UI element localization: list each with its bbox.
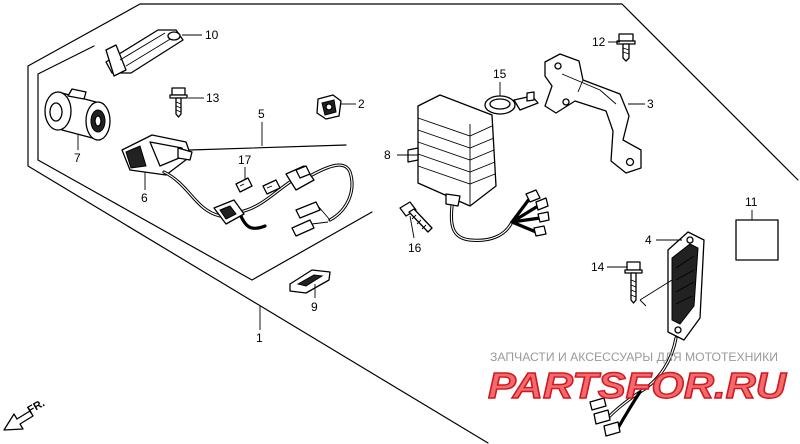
callout-13: 13 bbox=[206, 91, 220, 105]
callout-2: 2 bbox=[358, 97, 365, 111]
part-16-bolt bbox=[399, 201, 433, 233]
callout-1: 1 bbox=[256, 331, 263, 345]
watermark-tagline: ЗАПЧАСТИ И АКСЕССУАРЫ ДЛЯ МОТОТЕХНИКИ bbox=[490, 350, 778, 364]
callout-8: 8 bbox=[384, 148, 391, 162]
front-direction-indicator: FR. bbox=[3, 397, 47, 431]
callout-16: 16 bbox=[408, 241, 422, 255]
outer-boundary bbox=[27, 3, 799, 444]
part-8-regulator bbox=[407, 94, 497, 207]
part-11-label bbox=[735, 219, 779, 261]
part-8-wires bbox=[449, 189, 550, 242]
callout-15: 15 bbox=[493, 67, 507, 81]
front-arrow-icon bbox=[3, 410, 34, 431]
part-17-fuses bbox=[235, 177, 281, 195]
callout-12: 12 bbox=[592, 35, 606, 49]
part-15-band bbox=[484, 91, 539, 115]
part-14-bolt bbox=[624, 261, 643, 304]
callout-11: 11 bbox=[745, 195, 758, 209]
part-3-bracket bbox=[544, 53, 642, 174]
callout-4: 4 bbox=[645, 233, 652, 247]
part-7-socket bbox=[44, 88, 111, 141]
part-9-grommet bbox=[289, 269, 331, 294]
part-5-harness bbox=[162, 163, 354, 237]
part-13-bolt bbox=[169, 87, 188, 118]
callout-17: 17 bbox=[238, 153, 252, 167]
part-12-bolt bbox=[616, 33, 636, 62]
callout-6: 6 bbox=[141, 191, 148, 205]
harness-bracket-line bbox=[189, 144, 347, 151]
callout-3: 3 bbox=[647, 97, 654, 111]
part-2-clip bbox=[316, 94, 342, 120]
front-label: FR. bbox=[26, 397, 47, 416]
callout-leaders bbox=[77, 34, 753, 330]
part-6-holder bbox=[121, 134, 193, 176]
part-10-cover bbox=[105, 29, 184, 77]
part-4-unit bbox=[667, 231, 705, 341]
callout-14: 14 bbox=[591, 260, 605, 274]
inner-boundary bbox=[37, 45, 373, 281]
callout-5: 5 bbox=[258, 107, 265, 121]
callout-10: 10 bbox=[205, 28, 219, 42]
watermark-logo: PARTSFOR.RU bbox=[488, 365, 787, 406]
callout-7: 7 bbox=[74, 151, 81, 165]
part-4-wires bbox=[589, 336, 678, 437]
callout-9: 9 bbox=[311, 300, 318, 314]
